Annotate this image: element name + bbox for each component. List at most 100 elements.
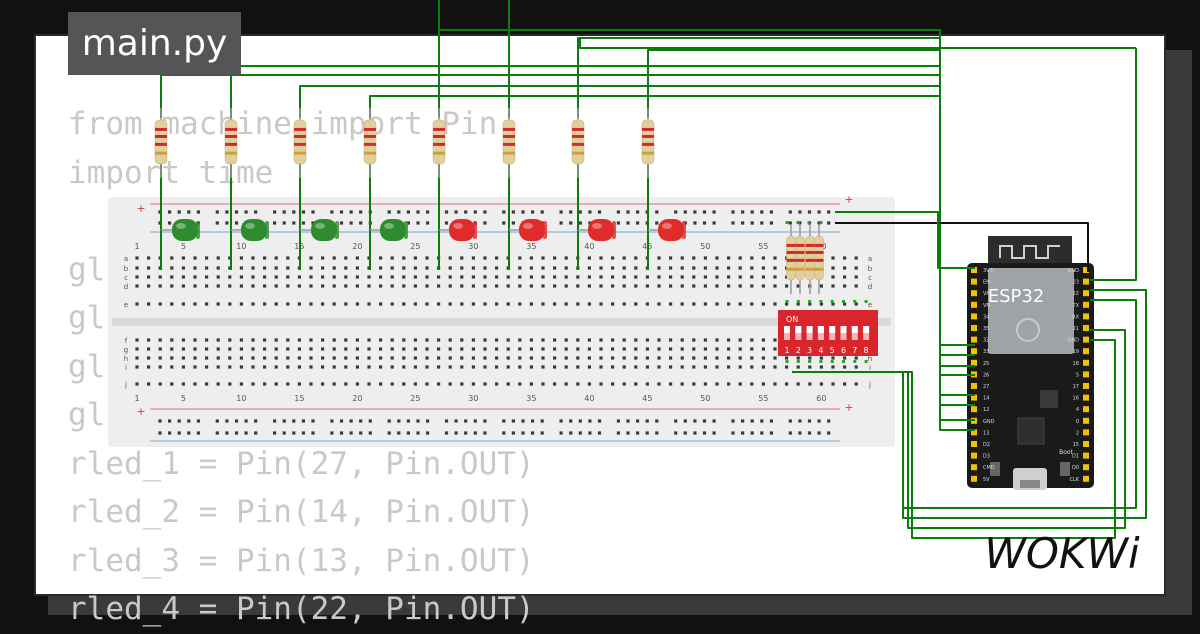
- rail-hole: [693, 210, 697, 214]
- terminal-hole: [309, 382, 313, 386]
- rail-hole: [187, 419, 191, 423]
- rail-hole: [569, 431, 573, 435]
- terminal-hole: [425, 382, 429, 386]
- rail-hole: [387, 419, 391, 423]
- terminal-hole: [239, 275, 243, 279]
- terminal-hole: [657, 356, 661, 360]
- terminal-hole: [541, 256, 545, 260]
- terminal-hole: [286, 356, 290, 360]
- terminal-hole: [228, 347, 232, 351]
- dip-pin: [796, 360, 800, 363]
- esp32-pin: [971, 475, 977, 482]
- esp32-antenna-trace: [999, 245, 1060, 259]
- terminal-hole: [135, 256, 139, 260]
- esp32-pin: [971, 441, 977, 447]
- resistor-body: [571, 119, 585, 165]
- terminal-hole: [297, 284, 301, 288]
- column-number: 20: [352, 394, 362, 403]
- terminal-hole: [564, 275, 568, 279]
- terminal-hole: [158, 347, 162, 351]
- dip-pin: [807, 221, 811, 224]
- rail-hole: [636, 210, 640, 214]
- rail-hole: [416, 431, 420, 435]
- leds: [161, 219, 686, 241]
- dip-pin: [864, 300, 868, 303]
- dip-pin: [785, 300, 789, 303]
- terminal-hole: [193, 266, 197, 270]
- terminal-hole: [553, 256, 557, 260]
- esp32-board[interactable]: ESP32Boot3V3ENVPVN343532332526271412GND1…: [967, 236, 1094, 490]
- led-resistor: [502, 108, 516, 178]
- rail-hole: [769, 419, 773, 423]
- rail-hole: [731, 210, 735, 214]
- terminal-hole: [367, 382, 371, 386]
- rail-hole: [416, 210, 420, 214]
- rail-hole: [616, 419, 620, 423]
- rail-hole: [483, 419, 487, 423]
- rail-hole: [750, 221, 754, 225]
- rail-hole: [588, 431, 592, 435]
- terminal-hole: [263, 338, 267, 342]
- terminal-hole: [727, 382, 731, 386]
- terminal-hole: [228, 338, 232, 342]
- rail-hole: [397, 419, 401, 423]
- terminal-hole: [831, 365, 835, 369]
- terminal-hole: [228, 382, 232, 386]
- terminal-hole: [495, 365, 499, 369]
- row-label: b: [124, 265, 129, 273]
- dip-toggle-knob: [806, 326, 813, 333]
- terminal-hole: [773, 338, 777, 342]
- terminal-hole: [239, 382, 243, 386]
- terminal-hole: [379, 275, 383, 279]
- terminal-hole: [344, 266, 348, 270]
- terminal-hole: [750, 284, 754, 288]
- terminal-hole: [321, 302, 325, 306]
- terminal-hole: [587, 365, 591, 369]
- terminal-hole: [785, 382, 789, 386]
- rail-hole: [234, 221, 239, 225]
- rail-hole: [760, 210, 764, 214]
- row-label: b: [868, 265, 873, 273]
- column-number: 35: [526, 242, 536, 251]
- esp32-pin: [971, 336, 977, 343]
- rail-hole: [750, 431, 754, 435]
- terminal-hole: [147, 365, 151, 369]
- terminal-hole: [495, 382, 499, 386]
- terminal-hole: [599, 382, 603, 386]
- terminal-hole: [541, 347, 545, 351]
- file-tab-main-py[interactable]: main.py: [68, 12, 241, 75]
- esp32-pin: [971, 313, 977, 320]
- terminal-hole: [750, 338, 754, 342]
- terminal-hole: [854, 382, 858, 386]
- terminal-hole: [437, 382, 441, 386]
- terminal-hole: [263, 347, 267, 351]
- column-number: 60: [816, 394, 826, 403]
- column-number: 10: [236, 242, 246, 251]
- terminal-hole: [634, 284, 638, 288]
- rail-hole: [511, 419, 515, 423]
- terminal-hole: [576, 365, 580, 369]
- resistor-body: [224, 119, 238, 165]
- rail-hole: [636, 419, 640, 423]
- terminal-hole: [344, 347, 348, 351]
- terminal-hole: [483, 356, 487, 360]
- rail-hole: [359, 210, 363, 214]
- terminal-hole: [506, 365, 510, 369]
- terminal-hole: [263, 365, 267, 369]
- terminal-hole: [680, 356, 684, 360]
- terminal-hole: [216, 302, 220, 306]
- terminal-hole: [680, 347, 684, 351]
- terminal-hole: [529, 284, 533, 288]
- terminal-hole: [437, 302, 441, 306]
- terminal-hole: [785, 365, 789, 369]
- terminal-hole: [228, 356, 232, 360]
- terminal-hole: [135, 356, 139, 360]
- terminal-hole: [483, 284, 487, 288]
- rail-hole: [464, 419, 468, 423]
- terminal-hole: [773, 266, 777, 270]
- terminal-hole: [425, 302, 429, 306]
- terminal-hole: [286, 256, 290, 260]
- rail-hole: [158, 419, 162, 423]
- terminal-hole: [355, 275, 359, 279]
